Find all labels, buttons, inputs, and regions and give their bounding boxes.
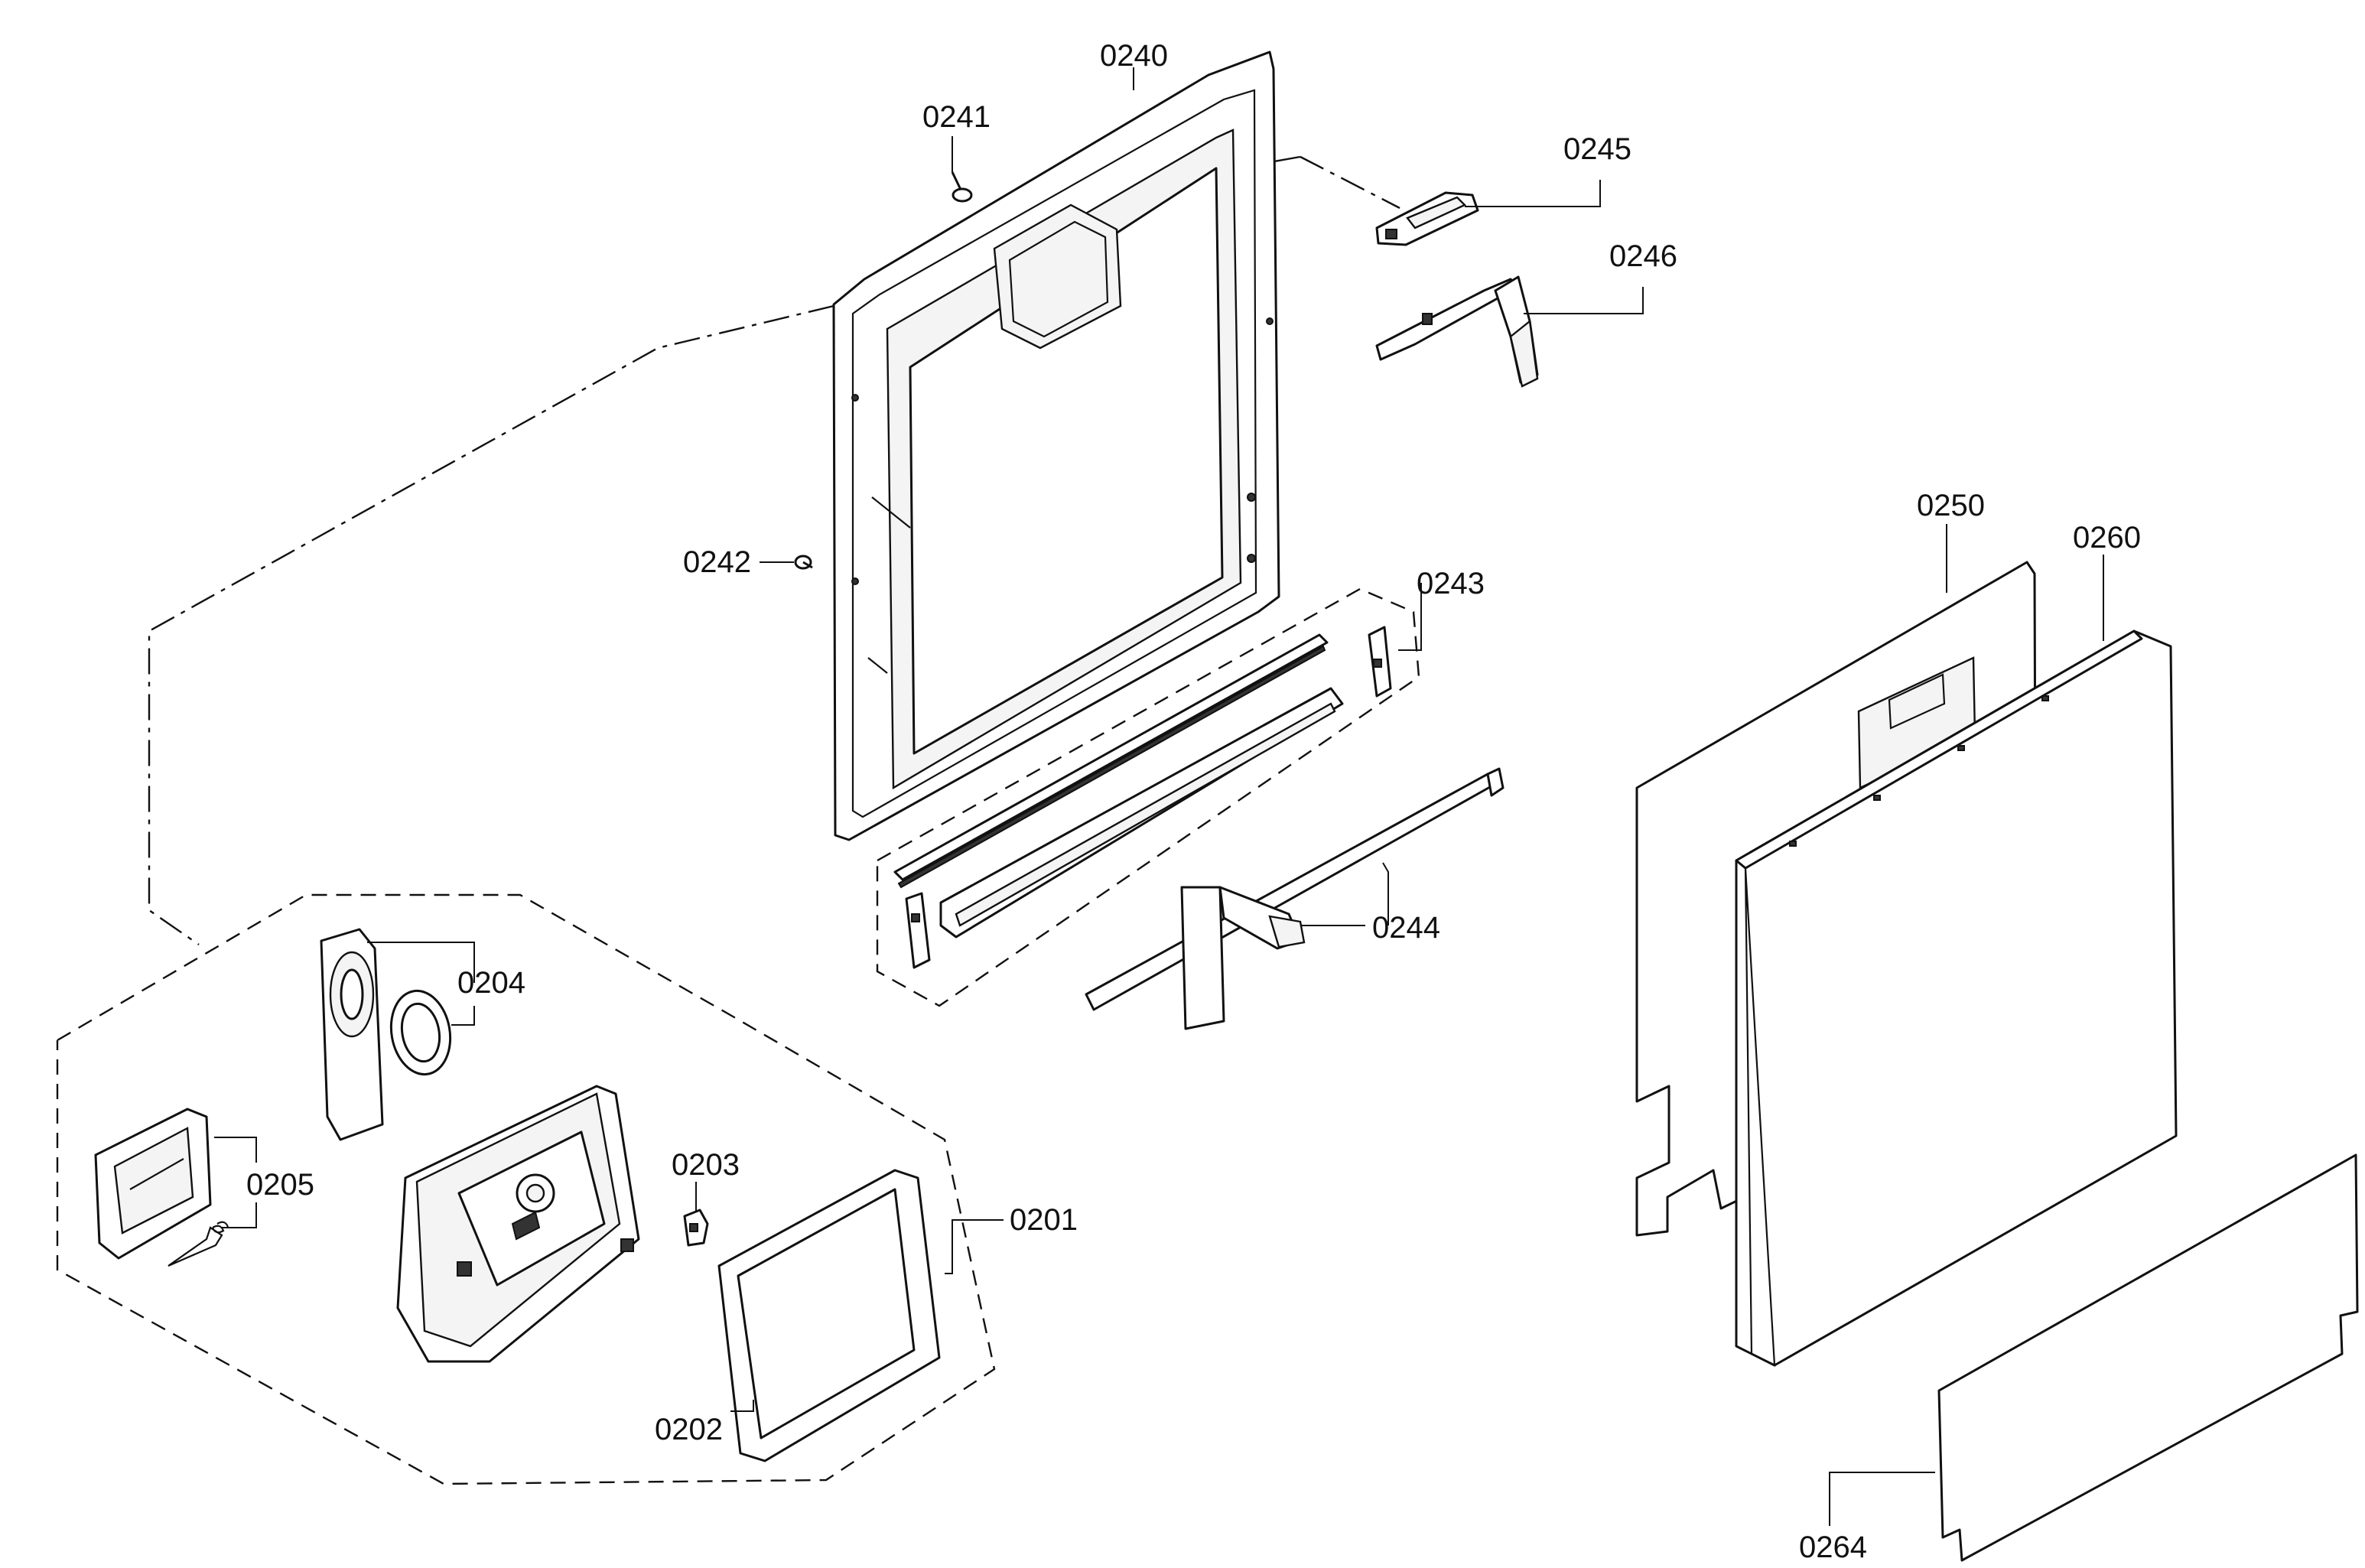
callout-0201: 0201	[1010, 1203, 1078, 1237]
rail-assembly-0244	[1085, 767, 1505, 1030]
callout-0202: 0202	[655, 1413, 723, 1446]
callout-0240: 0240	[1100, 39, 1168, 73]
callout-0205: 0205	[246, 1168, 314, 1202]
callout-0242: 0242	[683, 545, 751, 579]
callout-0246: 0246	[1609, 239, 1677, 273]
callout-0241: 0241	[922, 100, 991, 134]
front-panel-0260	[1735, 629, 2178, 1367]
door-latch-0246	[1375, 275, 1539, 388]
housing-0204	[320, 928, 384, 1141]
gasket-0202	[717, 1169, 941, 1462]
spring-0205	[168, 1221, 229, 1267]
hinge-kit-0243	[876, 587, 1420, 1007]
callout-0243: 0243	[1417, 567, 1485, 600]
callout-0244: 0244	[1372, 911, 1440, 945]
callout-labels: 0240 0241 0242 0243 0244 0245 0246 0250 …	[246, 39, 2141, 1564]
callout-0260: 0260	[2073, 521, 2141, 555]
screw-0242	[794, 555, 813, 570]
leader-lines	[214, 67, 2104, 1526]
panel-0205	[94, 1108, 212, 1260]
callout-0204: 0204	[457, 966, 525, 1000]
callout-0203: 0203	[672, 1148, 740, 1182]
callout-0250: 0250	[1917, 489, 1985, 522]
clip-0203	[683, 1209, 709, 1247]
screw-0241	[951, 171, 973, 203]
kick-plate-0264	[1937, 1153, 2359, 1562]
callout-0245: 0245	[1563, 132, 1631, 166]
callout-0264: 0264	[1799, 1531, 1867, 1564]
door-latch-0245	[1375, 191, 1479, 246]
seal-ring-0204	[389, 989, 452, 1076]
inner-door-panel-0240	[832, 50, 1280, 841]
control-unit-0201	[396, 1085, 640, 1363]
control-module-group-0201	[56, 893, 996, 1485]
